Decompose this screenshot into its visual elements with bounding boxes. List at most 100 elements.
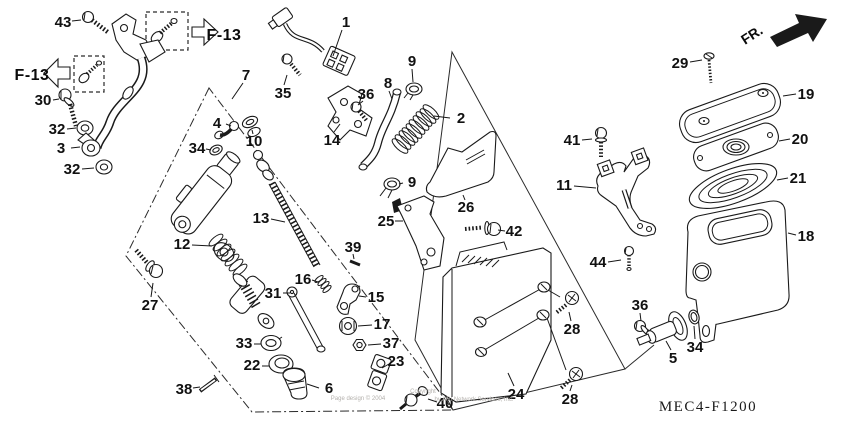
part-25-bracket xyxy=(392,195,445,271)
callout-leader-28 xyxy=(568,311,572,322)
part-callout-8: 8 xyxy=(384,75,392,92)
part-callout-9: 9 xyxy=(408,174,416,191)
part-callout-30: 30 xyxy=(35,92,52,109)
callout-leader-39 xyxy=(352,253,355,260)
callout-leader-28 xyxy=(569,384,573,392)
callout-leader-4 xyxy=(225,123,232,127)
callout-leader-35 xyxy=(283,74,288,86)
part-15-arm xyxy=(336,283,361,315)
part-callout-17: 17 xyxy=(374,316,391,333)
part-callout-38: 38 xyxy=(176,381,193,398)
part-20-plate xyxy=(693,122,779,172)
callout-leader-18 xyxy=(787,232,797,236)
part-callout-19: 19 xyxy=(798,86,815,103)
part-brake-hose xyxy=(92,56,148,150)
part-26-heat-guard xyxy=(425,130,497,198)
part-callout-43: 43 xyxy=(55,14,72,31)
part-callout-28: 28 xyxy=(564,321,581,338)
part-callout-2: 2 xyxy=(457,110,465,127)
f13-left-ref xyxy=(43,55,105,93)
part-6-boot-cup xyxy=(282,367,308,400)
part-10-rings xyxy=(241,115,261,138)
callout-leader-3 xyxy=(70,146,81,149)
part-9-clamp-upper xyxy=(403,82,423,101)
part-callout-14: 14 xyxy=(324,132,341,149)
f13-left-label: F-13 xyxy=(15,67,50,84)
part-43-bolt xyxy=(81,10,111,35)
part-33-ring xyxy=(260,334,283,352)
part-35-bolt xyxy=(281,53,302,77)
callout-leader-40 xyxy=(427,398,438,403)
part-callout-36: 36 xyxy=(632,297,649,314)
part-piston-assembly xyxy=(229,273,275,329)
part-3-banjo xyxy=(77,132,101,157)
callout-leader-6 xyxy=(306,383,320,389)
callout-leader-34 xyxy=(205,148,212,151)
callout-leader-5 xyxy=(665,340,672,351)
fr-direction xyxy=(770,14,827,47)
part-34-oring-right xyxy=(688,309,700,325)
f13-left-arrow-icon xyxy=(43,57,71,89)
f13-right-arrow-icon xyxy=(191,17,219,47)
part-39-pin xyxy=(349,259,361,267)
callout-leader-36 xyxy=(357,100,364,106)
callout-leader-11 xyxy=(573,185,597,189)
callout-leader-7 xyxy=(231,82,244,100)
part-callout-4: 4 xyxy=(213,115,222,132)
callout-leader-16 xyxy=(311,279,319,283)
part-callout-24: 24 xyxy=(508,386,525,403)
part-callout-41: 41 xyxy=(564,132,581,149)
part-19-cap xyxy=(678,82,782,144)
part-21-diaphragm xyxy=(688,163,778,209)
fr-label: FR. xyxy=(738,22,766,48)
diagram-code: MEC4-F1200 xyxy=(659,399,757,415)
part-callout-12: 12 xyxy=(174,236,191,253)
callout-leader-2 xyxy=(433,115,451,119)
part-31-pushrod xyxy=(286,286,326,353)
watermark-text: Page design © 2004 xyxy=(331,395,386,402)
part-callout-34: 34 xyxy=(687,339,704,356)
part-callout-18: 18 xyxy=(798,228,815,245)
part-8-hose xyxy=(358,88,402,171)
callout-leader-9 xyxy=(398,182,404,185)
part-42-bolt xyxy=(464,220,502,237)
part-callout-9: 9 xyxy=(408,53,416,70)
part-callout-29: 29 xyxy=(672,55,689,72)
callout-leader-1 xyxy=(332,29,343,57)
part-18-reservoir xyxy=(685,200,790,343)
part-callout-39: 39 xyxy=(345,239,362,256)
part-36-bolt-right xyxy=(633,319,658,338)
part-38-pin xyxy=(198,374,220,393)
part-40-bleeder xyxy=(399,386,429,411)
callout-leader-15 xyxy=(358,295,367,298)
part-master-cylinder xyxy=(170,151,241,262)
part-30-bolt xyxy=(58,88,79,127)
part-callout-10: 10 xyxy=(246,133,263,150)
callout-leader-44 xyxy=(607,259,622,263)
callout-leader-23 xyxy=(381,363,390,369)
part-44-bolt xyxy=(623,245,635,272)
part-29-screw xyxy=(703,52,715,84)
part-34-oring-left xyxy=(209,144,223,156)
part-2-spring xyxy=(391,104,440,154)
callout-leader-12 xyxy=(191,244,213,247)
part-17-nut xyxy=(338,316,358,336)
part-callout-23: 23 xyxy=(388,353,405,370)
callout-leader-17 xyxy=(357,324,373,327)
callout-leader-9 xyxy=(411,68,414,83)
callout-leader-24 xyxy=(507,372,515,387)
watermark-text: by ARI Network Services, Inc. xyxy=(434,397,513,403)
part-callout-28: 28 xyxy=(562,391,579,408)
callout-leader-43 xyxy=(71,19,82,22)
callout-leader-21 xyxy=(776,177,789,181)
f13-right-label: F-13 xyxy=(207,27,242,44)
part-23-clevis xyxy=(367,354,392,392)
callout-leader-32 xyxy=(66,127,77,130)
part-callout-27: 27 xyxy=(142,297,159,314)
part-5-joint xyxy=(636,311,688,346)
callout-leader-37 xyxy=(367,343,382,346)
callout-leader-42 xyxy=(497,229,506,232)
part-callout-3: 3 xyxy=(57,140,65,157)
